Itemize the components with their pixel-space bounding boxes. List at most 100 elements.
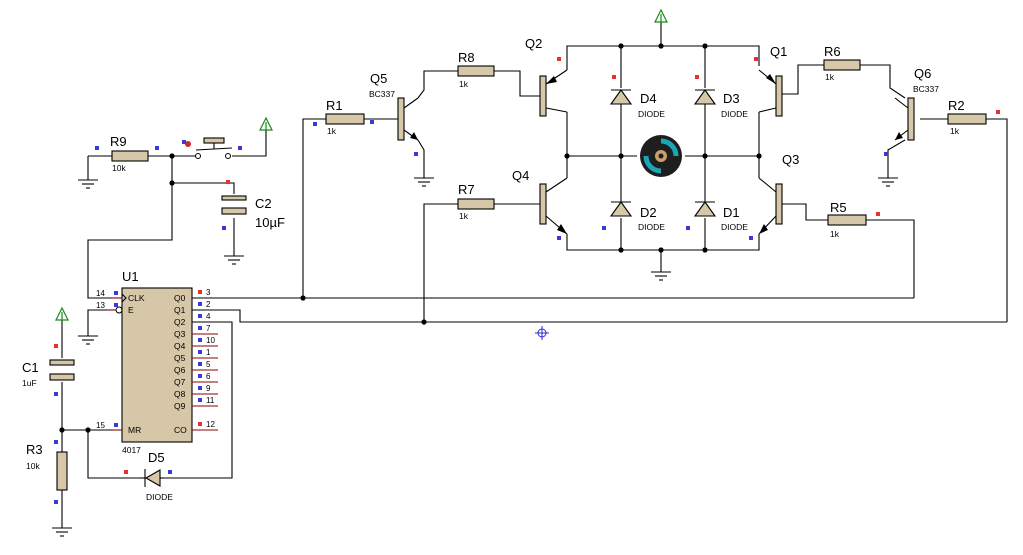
pin-marker [313,122,317,126]
pushbutton-switch[interactable] [185,137,233,159]
pin-marker [557,236,561,240]
u1-pin-name: Q3 [174,329,186,339]
junction-dot [85,427,91,433]
ground-terminal-icon[interactable] [78,335,98,345]
pin-marker [749,236,753,240]
r1-ref: R1 [326,98,343,113]
ground-terminal-icon[interactable] [878,177,898,187]
r2-ref: R2 [948,98,965,113]
pin-marker [95,146,99,150]
u1-pin-number: 1 [206,348,211,357]
resistor-r3[interactable]: R3 10k [26,442,68,491]
resistor-r2[interactable]: R2 1k [947,98,987,136]
resistor-r8[interactable]: R8 1k [457,50,495,89]
power-terminal-icon[interactable] [259,116,273,131]
pin-marker [695,75,699,79]
u1-pin-name: Q0 [174,293,186,303]
u1-pin-5[interactable]: 5Q6 [174,360,218,375]
u1-part: 4017 [122,445,141,455]
wire-q1-net [192,309,1007,323]
q5-ref: Q5 [370,71,387,86]
diode-d4[interactable]: D4 DIODE [609,89,665,119]
wire-c1-mr [61,382,118,431]
power-terminal-icon[interactable] [654,8,668,23]
u1-pin-number: 11 [206,396,215,405]
wire-r1-left [302,118,326,298]
wire-q5-emitter [417,139,425,178]
dc-motor-icon[interactable] [637,135,685,177]
ground-terminal-icon[interactable] [414,177,434,187]
r3-value: 10k [26,461,40,471]
resistor-r1[interactable]: R1 1k [325,98,365,136]
diode-d5[interactable]: D5 DIODE [140,450,173,502]
ic-u1-4017[interactable]: U1 4017 [115,269,193,455]
wire-c2-top [171,156,235,194]
switch-click-icon[interactable] [185,141,191,147]
transistor-q3[interactable]: Q3 [758,152,799,235]
u1-pin-name: Q7 [174,377,186,387]
u1-pin-2[interactable]: 2Q1 [174,300,211,315]
ground-terminal-icon[interactable] [651,271,671,281]
r7-value: 1k [459,211,469,221]
pin-marker [686,226,690,230]
u1-pin-14[interactable]: 14 CLK [96,289,145,303]
u1-pin-6[interactable]: 6Q7 [174,372,218,387]
r5-value: 1k [830,229,840,239]
capacitor-c1[interactable]: C1 1uF [22,359,75,388]
d5-value: DIODE [146,492,173,502]
transistor-q5[interactable]: Q5 BC337 [369,71,419,141]
ground-terminal-icon[interactable] [78,179,98,189]
u1-pin-7[interactable]: 7Q3 [174,324,218,339]
wire-q6-emitter [887,139,906,178]
r6-value: 1k [825,72,835,82]
transistor-q1[interactable]: Q1 [758,44,787,117]
diode-d1[interactable]: D1 DIODE [693,201,748,232]
u1-pin-number: 2 [206,300,211,309]
diode-d3[interactable]: D3 DIODE [693,89,748,119]
u1-pin-name: CLK [128,293,145,303]
transistor-q2[interactable]: Q2 [525,36,568,117]
wire-q2-d5 [164,321,233,479]
wire-bridge-top-rail [566,45,760,70]
resistor-r9[interactable]: R9 10k [110,134,149,173]
wire-q5-collector [417,70,458,99]
capacitor-c2[interactable]: C2 10µF [221,195,285,230]
r9-value: 10k [112,163,126,173]
junction-dot [300,295,306,301]
power-terminal-icon[interactable] [55,306,69,321]
resistor-r5[interactable]: R5 1k [827,200,867,239]
resistor-r6[interactable]: R6 1k [823,44,861,82]
u1-pin-number: 3 [206,288,211,297]
q4-ref: Q4 [512,168,529,183]
u1-pin-number: 10 [206,336,215,345]
junction-dot [702,43,708,49]
transistor-q6[interactable]: Q6 BC337 [894,66,939,141]
q6-value: BC337 [913,84,939,94]
pin-marker [414,152,418,156]
u1-pin-number: 14 [96,289,105,298]
ground-terminal-icon[interactable] [224,255,244,265]
u1-ref: U1 [122,269,139,284]
ground-terminal-icon[interactable] [52,527,72,537]
c2-value: 10µF [255,215,285,230]
pin-marker [155,146,159,150]
u1-pin-9[interactable]: 9Q8 [174,384,218,399]
u1-pin-3[interactable]: 3Q0 [174,288,211,303]
d1-value: DIODE [721,222,748,232]
resistor-r7[interactable]: R7 1k [457,182,495,221]
wire-q6-collector [860,64,906,99]
transistor-q4[interactable]: Q4 [512,168,568,235]
u1-pin-1[interactable]: 1Q5 [174,348,218,363]
r8-value: 1k [459,79,469,89]
u1-pin-name: Q1 [174,305,186,315]
pin-marker [54,344,58,348]
diode-d2[interactable]: D2 DIODE [609,201,665,232]
u1-pin-4[interactable]: 4Q2 [174,312,211,327]
pin-marker [54,500,58,504]
